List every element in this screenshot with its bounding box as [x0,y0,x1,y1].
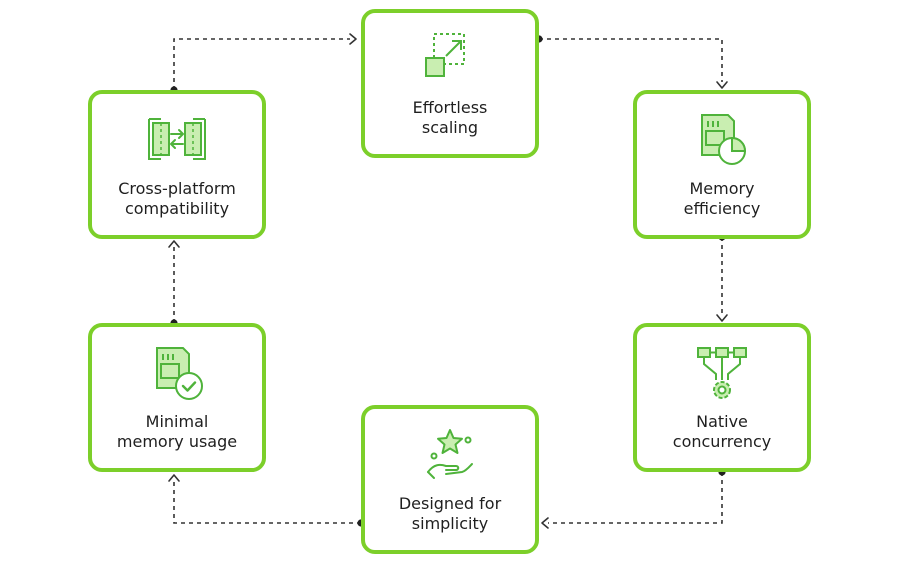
arrowhead-to-memory [716,81,728,89]
node-label: Effortless scaling [412,97,488,137]
node-label: Designed for simplicity [398,493,502,533]
concurrency-network-gear-icon [688,344,756,404]
node-label: Native concurrency [672,411,772,451]
arrowhead-to-minimal [168,474,180,482]
node-native-concurrency: Native concurrency [633,323,811,472]
memory-pie-chart-icon [688,111,756,171]
node-label: Minimal memory usage [116,411,238,451]
connector-cross-platform-to-scaling [173,38,350,90]
node-cross-platform: Cross-platform compatibility [88,90,266,239]
cross-platform-devices-icon [143,111,211,171]
arrowhead-to-simplicity [541,517,549,529]
memory-check-icon [143,344,211,404]
connector-scaling-to-memory [539,38,723,82]
node-effortless-scaling: Effortless scaling [361,9,539,158]
node-label: Cross-platform compatibility [118,178,236,218]
arrowhead-to-scaling [349,33,357,45]
node-minimal-memory-usage: Minimal memory usage [88,323,266,472]
node-designed-for-simplicity: Designed for simplicity [361,405,539,554]
node-memory-efficiency: Memory efficiency [633,90,811,239]
node-label: Memory efficiency [683,178,761,218]
connector-simplicity-to-minimal [173,481,361,524]
arrowhead-to-cross-platform [168,240,180,248]
scale-expand-icon [416,30,484,90]
star-hand-icon [416,426,484,486]
arrowhead-to-concurrency [716,314,728,322]
connector-concurrency-to-simplicity [548,472,723,524]
